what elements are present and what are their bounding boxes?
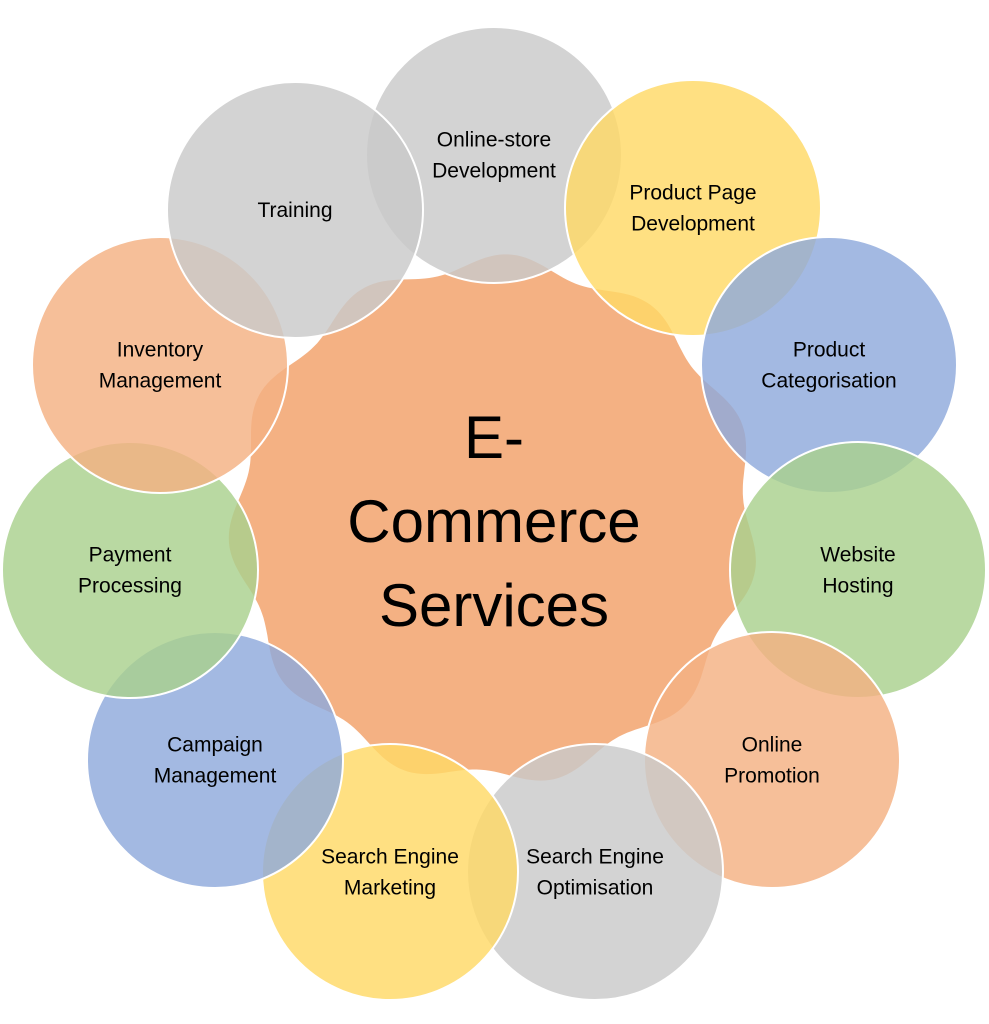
node-label-line: Promotion <box>724 765 820 788</box>
node-label-line: Payment <box>89 544 172 567</box>
node-label-line: Management <box>154 765 277 788</box>
node-label-line: Management <box>99 370 222 393</box>
node-label-line: Search Engine <box>526 846 664 869</box>
node-label-line: Campaign <box>167 734 263 757</box>
node-label-line: Hosting <box>822 575 893 598</box>
node-label-line: Categorisation <box>761 370 896 393</box>
node-label-line: Optimisation <box>537 877 654 900</box>
node-label-training: Training <box>257 199 332 222</box>
node-label-line: Development <box>432 160 556 183</box>
node-label-line: Development <box>631 213 755 236</box>
center-title-line: Services <box>379 572 609 639</box>
node-label-line: Search Engine <box>321 846 459 869</box>
center-title-line: E- <box>464 404 524 471</box>
node-circle-training <box>166 81 424 339</box>
node-label-line: Online <box>742 734 803 757</box>
node-label-line: Product Page <box>629 182 756 205</box>
node-label-line: Product <box>793 339 866 362</box>
node-label-line: Inventory <box>117 339 204 362</box>
center-hub-shape <box>228 254 756 781</box>
node-label-line: Website <box>820 544 895 567</box>
node-label-line: Online-store <box>437 129 551 152</box>
node-label-line: Training <box>257 199 332 222</box>
node-label-line: Processing <box>78 575 182 598</box>
node-label-line: Marketing <box>344 877 436 900</box>
center-title-line: Commerce <box>347 488 640 555</box>
